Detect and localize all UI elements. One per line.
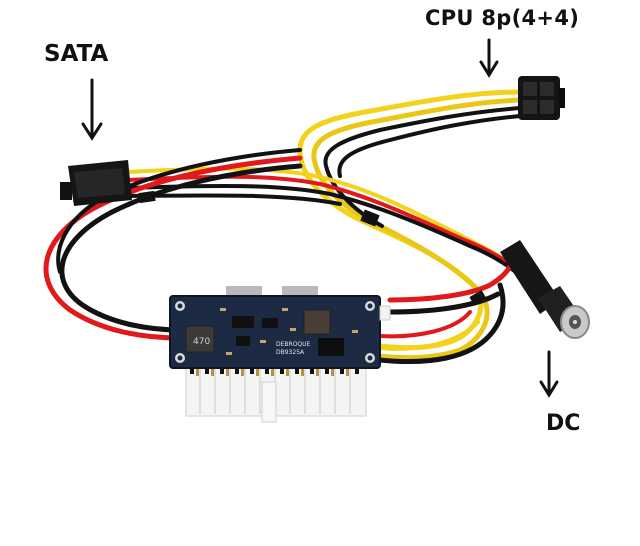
brand-marking: DEBROQUE bbox=[276, 341, 311, 348]
cpu-connector-label: CPU 8p(4+4) bbox=[425, 6, 580, 30]
dc-cable bbox=[377, 259, 515, 364]
sata-connector bbox=[60, 160, 132, 206]
model-marking: DB9325A bbox=[276, 349, 305, 356]
cable-tie bbox=[138, 190, 156, 204]
cable-tie bbox=[360, 209, 380, 227]
dc-connector-label: DC bbox=[546, 411, 581, 436]
arrow-cpu-icon bbox=[479, 38, 499, 78]
arrow-dc-icon bbox=[539, 350, 559, 398]
inductor-marking: 470 bbox=[193, 337, 210, 347]
cable-tie bbox=[469, 290, 487, 306]
dc-jack bbox=[500, 240, 590, 339]
cpu-8pin-connector bbox=[518, 76, 565, 120]
arrow-sata-icon bbox=[81, 78, 103, 141]
sata-connector-label: SATA bbox=[44, 41, 109, 67]
pcb-board: 470 DEBROQUE DB9325A bbox=[169, 286, 391, 374]
side-header bbox=[379, 305, 391, 321]
